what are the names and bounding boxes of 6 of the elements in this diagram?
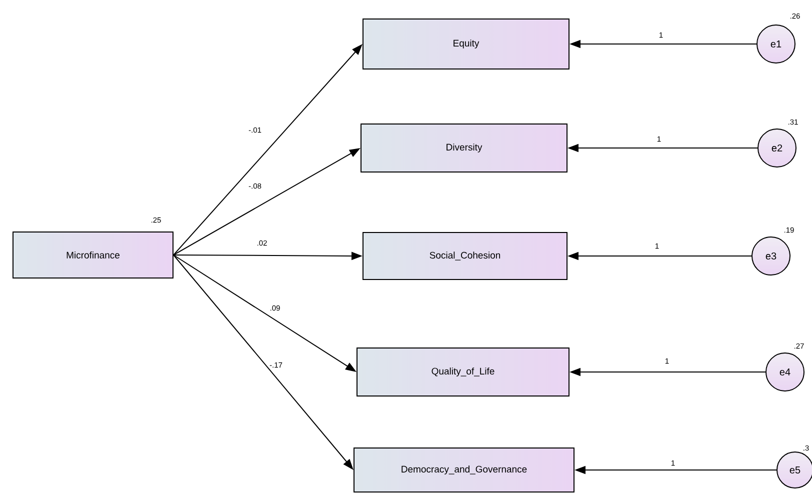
variable-box: Social_Cohesion — [362, 232, 568, 280]
variable-box: Quality_of_Life — [356, 348, 570, 396]
variable-box: Equity — [362, 18, 570, 70]
variable-box: Democracy_and_Governance — [354, 448, 574, 492]
variable-box: Microfinance — [12, 232, 174, 278]
variable-box: Diversity — [360, 124, 568, 172]
